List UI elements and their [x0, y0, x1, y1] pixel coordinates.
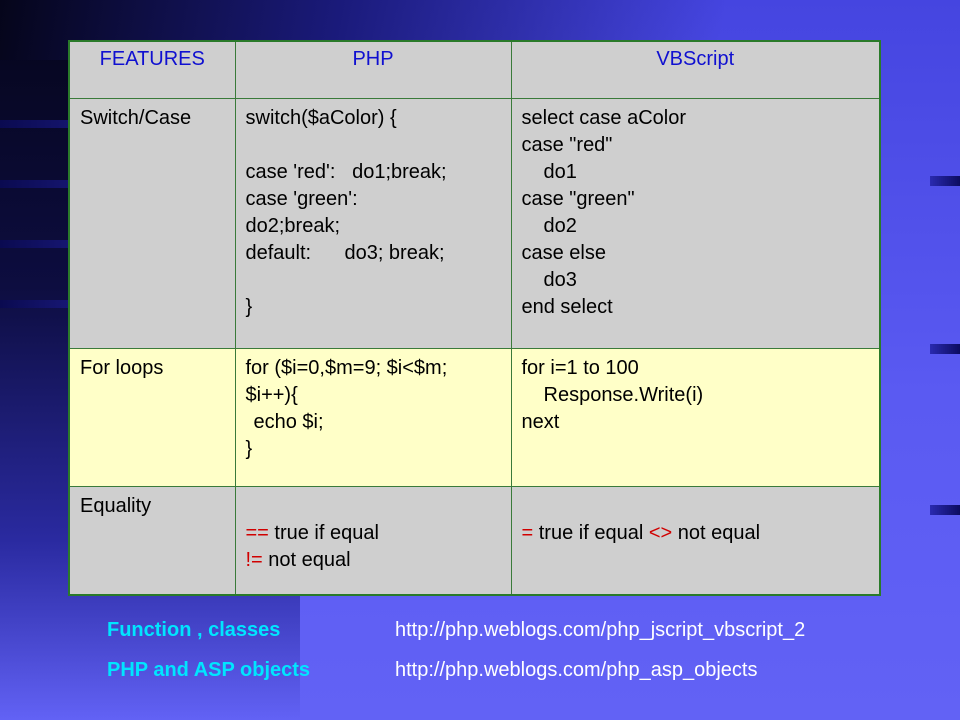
- link-label: PHP and ASP objects: [107, 659, 311, 681]
- operator: <>: [648, 522, 673, 544]
- link-label: Function , classes: [107, 619, 281, 641]
- feature-equality: Equality: [68, 486, 236, 596]
- code-line: next: [521, 411, 560, 433]
- code-line: do2;break;: [245, 215, 341, 237]
- comparison-table: FEATURES PHP VBScript Switch/Case switch…: [68, 40, 881, 596]
- php-for-code: for ($i=0,$m=9; $i<$m; $i++){ echo $i; }: [234, 348, 512, 487]
- code-line: $i++){: [245, 384, 298, 406]
- code-line: != not equal: [246, 547, 501, 574]
- code-line: for i=1 to 100: [521, 357, 639, 379]
- code-line: switch($aColor) {: [245, 107, 397, 129]
- code-line: end select: [521, 296, 613, 318]
- code-line: case 'red': do1;break;: [245, 161, 447, 183]
- link-url[interactable]: http://php.weblogs.com/php_jscript_vbscr…: [395, 619, 806, 641]
- link-row: PHP and ASP objects http://php.weblogs.c…: [107, 650, 805, 690]
- decorative-tick: [930, 176, 960, 186]
- code-line: select case aColor: [521, 107, 687, 129]
- header-features: FEATURES: [68, 40, 236, 99]
- code-line: = true if equal <> not equal: [522, 520, 870, 547]
- table-header-row: FEATURES PHP VBScript: [68, 40, 881, 99]
- table-row-for-loops: For loops for ($i=0,$m=9; $i<$m; $i++){ …: [68, 348, 881, 487]
- code-blank-line: [246, 132, 501, 159]
- link-url[interactable]: http://php.weblogs.com/php_asp_objects: [395, 659, 758, 681]
- code-text: not equal: [262, 549, 351, 571]
- operator: =: [521, 522, 534, 544]
- code-blank-line: [246, 267, 501, 294]
- header-php: PHP: [234, 40, 512, 99]
- decorative-tick: [930, 344, 960, 354]
- feature-switch-case: Switch/Case: [68, 98, 236, 349]
- table-row-equality: Equality == true if equal != not equal =…: [68, 486, 881, 596]
- code-line: do3: [543, 269, 577, 291]
- code-blank-line: [246, 493, 501, 520]
- code-text: true if equal: [268, 522, 379, 544]
- code-blank-line: [522, 493, 870, 520]
- php-switch-code: switch($aColor) { case 'red': do1;break;…: [234, 98, 512, 349]
- code-line: case else: [521, 242, 607, 264]
- code-line: do2: [543, 215, 577, 237]
- reference-links: Function , classes http://php.weblogs.co…: [107, 610, 805, 690]
- vbs-equality-code: = true if equal <> not equal: [510, 486, 881, 596]
- code-line: == true if equal: [246, 520, 501, 547]
- table-row-switch: Switch/Case switch($aColor) { case 'red'…: [68, 98, 881, 349]
- code-line: case "red": [521, 134, 613, 156]
- vbs-switch-code: select case aColor case "red" do1 case "…: [510, 98, 881, 349]
- header-vbscript: VBScript: [510, 40, 881, 99]
- operator: ==: [245, 522, 269, 544]
- code-text: not equal: [672, 522, 761, 544]
- php-equality-code: == true if equal != not equal: [234, 486, 512, 596]
- code-line: case 'green':: [245, 188, 358, 210]
- code-text: true if equal: [533, 522, 649, 544]
- code-line: }: [245, 296, 253, 318]
- code-line: do1: [543, 161, 577, 183]
- decorative-tick: [930, 505, 960, 515]
- code-line: for ($i=0,$m=9; $i<$m;: [245, 357, 448, 379]
- code-line: default: do3; break;: [245, 242, 445, 264]
- code-line: Response.Write(i): [543, 384, 704, 406]
- link-row: Function , classes http://php.weblogs.co…: [107, 610, 805, 650]
- code-line: case "green": [521, 188, 635, 210]
- vbs-for-code: for i=1 to 100 Response.Write(i) next: [510, 348, 881, 487]
- code-line: }: [245, 438, 253, 460]
- feature-for-loops: For loops: [68, 348, 236, 487]
- operator: !=: [245, 549, 263, 571]
- code-line: echo $i;: [253, 411, 324, 433]
